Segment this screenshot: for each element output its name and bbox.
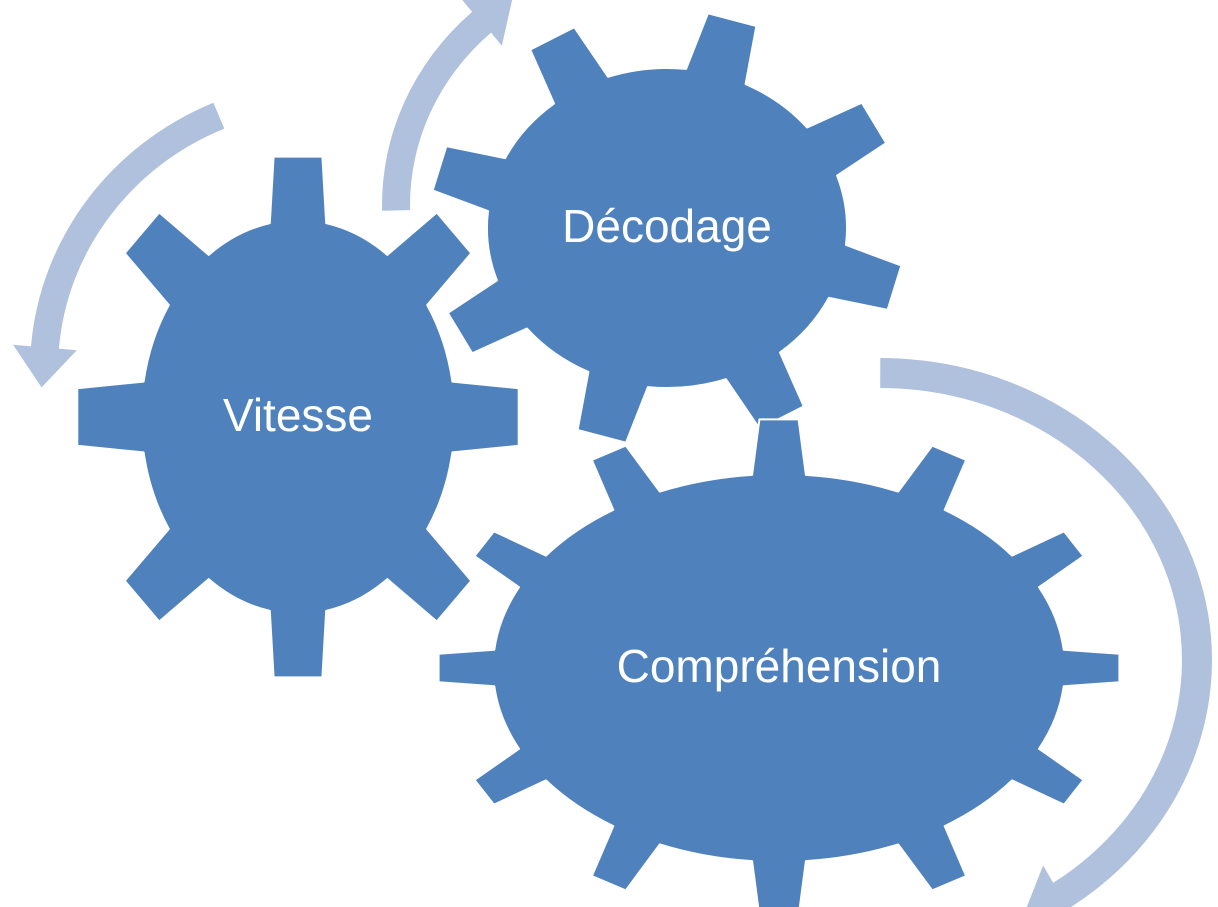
- gear-decodage-label: Décodage: [562, 200, 772, 252]
- gear-comprehension: Compréhension: [437, 418, 1121, 907]
- gear-vitesse: Vitesse: [76, 155, 520, 679]
- comprehension-cycle-arrow: [880, 358, 1212, 907]
- decodage-cycle-arrow: [382, 0, 513, 211]
- gear-decodage: Décodage: [431, 12, 903, 444]
- vitesse-cycle-arrow: [13, 102, 225, 388]
- gear-vitesse-label: Vitesse: [223, 389, 373, 441]
- gear-vitesse-shape: [76, 155, 520, 679]
- gear-comprehension-shape: [437, 418, 1121, 907]
- gear-decodage-shape: [431, 12, 903, 444]
- gear-comprehension-label: Compréhension: [617, 640, 942, 692]
